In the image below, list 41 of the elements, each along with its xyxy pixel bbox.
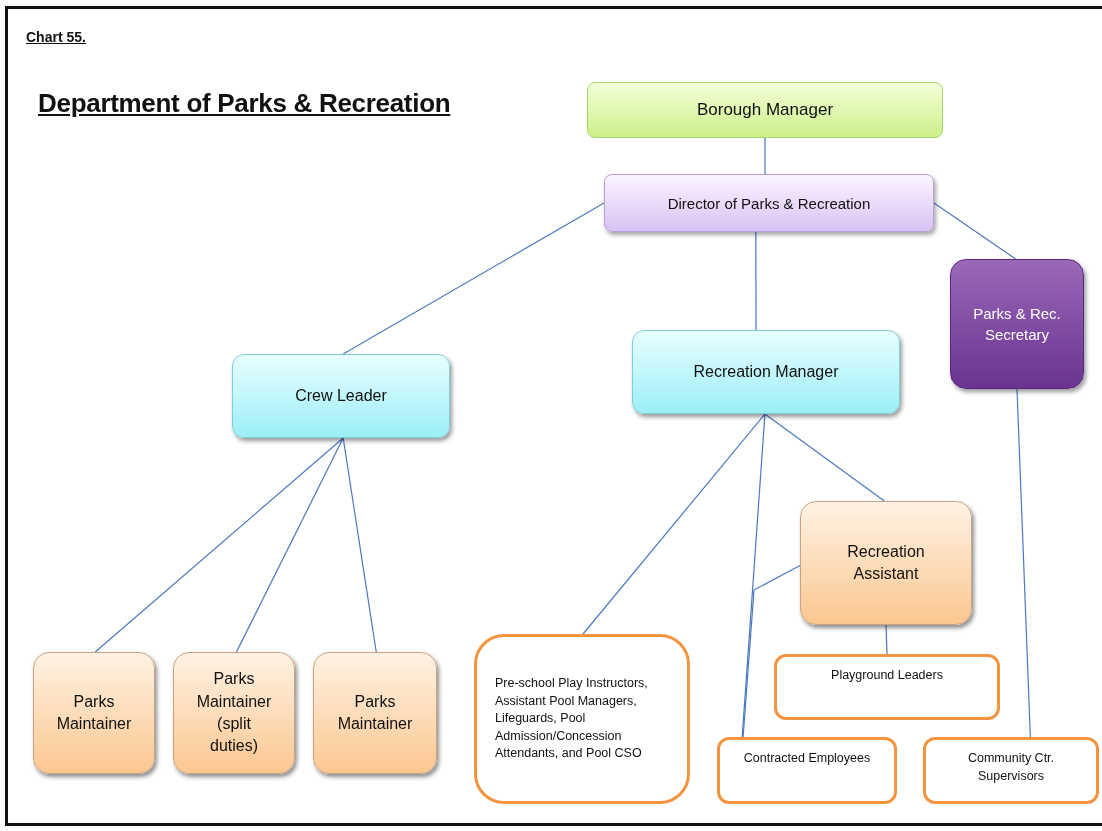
connector-line [582, 413, 766, 635]
role-name: Recreation Assistant [846, 541, 926, 584]
org-box [232, 354, 450, 438]
org-box [800, 501, 972, 625]
connector-line [235, 437, 344, 653]
connector-line [94, 437, 344, 653]
role-name: Parks & Rec. Secretary [973, 304, 1061, 345]
org-box [587, 82, 943, 138]
org-box [632, 330, 900, 414]
org-box [313, 652, 437, 774]
connector-line [764, 137, 766, 175]
connector-line [933, 202, 1017, 260]
role-name: Crew Leader [295, 385, 387, 406]
connector-line [742, 564, 801, 738]
org-box [923, 737, 1099, 804]
connector-line [764, 413, 885, 502]
org-box [950, 259, 1084, 389]
role-name: Director of Parks & Recreation [667, 193, 871, 214]
chart-title: Department of Parks & Recreation [38, 88, 451, 119]
role-name: Recreation Manager [693, 361, 839, 382]
org-box [33, 652, 155, 774]
connector-line [342, 437, 377, 653]
role-name: Playground Leaders [831, 667, 943, 684]
org-box [774, 654, 1000, 720]
connector-line [342, 202, 605, 355]
connector-line [755, 231, 757, 331]
role-name: Parks Maintainer [56, 691, 132, 734]
org-box [717, 737, 897, 804]
role-name: Parks Maintainer [336, 691, 414, 734]
org-box [173, 652, 295, 774]
role-name: Contracted Employees [743, 750, 871, 767]
role-name: Pre-school Play Instructors, Assistant Pool Managers, Lifeguards, Pool Admission/Concession Attendants, and Pool CSO [495, 675, 649, 763]
org-box [604, 174, 934, 232]
chart-number: Chart 55. [26, 29, 86, 45]
connector-line [1016, 388, 1031, 738]
role-name: Parks Maintainer (split duties) [196, 669, 272, 757]
org-box [474, 634, 690, 804]
connector-line [885, 624, 888, 655]
role-name: Community Ctr. Supervisors [966, 750, 1056, 785]
role-name: Borough Manager [696, 99, 834, 122]
connector-line [741, 413, 766, 738]
